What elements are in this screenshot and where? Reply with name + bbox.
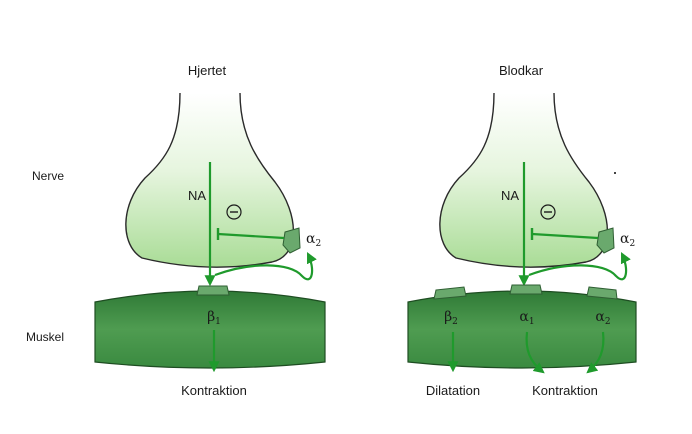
effect-label-heart: Kontraktion [181, 383, 247, 398]
effect-arrow-contraction-alpha2 [586, 331, 605, 374]
row-label-nerve: Nerve [32, 169, 64, 183]
panel-blood-vessels: Blodkar α2 NA β2 α1 α2 Dilatation K [407, 63, 637, 398]
effect-label-dilatation: Dilatation [426, 383, 480, 398]
panel-heart: Hjertet α2 NA β1 Kontraktion [94, 63, 326, 398]
inhibition-line-heart [217, 232, 285, 240]
receptor-alpha2-blood-vessels [586, 286, 618, 300]
effect-arrow-contraction-alpha1 [525, 331, 545, 374]
row-label-muscle: Muskel [26, 330, 64, 344]
panel-title-blood-vessels: Blodkar [499, 63, 544, 78]
feedback-arrow-blood-vessels [528, 252, 631, 281]
panel-title-heart: Hjertet [188, 63, 227, 78]
inhibition-icon-blood-vessels [540, 204, 556, 220]
receptor-beta2-blood-vessels [433, 286, 467, 300]
presynaptic-receptor-label-blood-vessels: α2 [620, 231, 635, 249]
receptor-label-alpha1-blood-vessels: α1 [519, 309, 534, 327]
presynaptic-receptor-alpha2-blood-vessels [596, 227, 615, 254]
muscle-band-blood-vessels [407, 290, 637, 369]
presynaptic-receptor-label-heart: α2 [306, 231, 321, 249]
transmitter-label-blood-vessels: NA [501, 188, 519, 203]
presynaptic-receptor-alpha2-heart [282, 227, 301, 254]
receptor-alpha1-blood-vessels [509, 284, 543, 295]
inhibition-icon-heart [226, 204, 242, 220]
inhibition-line-blood-vessels [531, 232, 599, 240]
receptor-beta1-heart [196, 285, 230, 296]
receptor-label-beta2-blood-vessels: β2 [444, 309, 458, 327]
speck [614, 172, 616, 174]
effect-label-contraction: Kontraktion [532, 383, 598, 398]
receptor-label-alpha2-post-blood-vessels: α2 [595, 309, 610, 327]
transmitter-label-heart: NA [188, 188, 206, 203]
receptor-label-beta1-heart: β1 [207, 309, 221, 327]
muscle-band-heart [94, 290, 326, 369]
feedback-arrow-heart [214, 252, 317, 281]
